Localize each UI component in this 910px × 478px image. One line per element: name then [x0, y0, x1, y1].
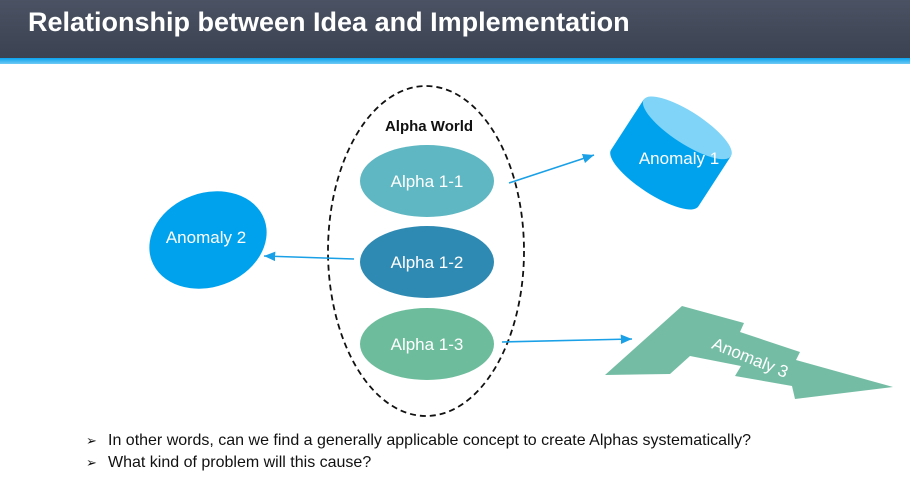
- anomaly-1-cylinder-top: [642, 96, 732, 160]
- bullet-arrow-icon: ➢: [86, 455, 97, 470]
- anomaly-1-label: Anomaly 1: [639, 149, 719, 168]
- anomaly-1-cylinder-body: [610, 99, 731, 210]
- alpha-node-1-1-shape: [360, 145, 494, 217]
- arrow-alpha-1-2-to-anomaly-2: [263, 251, 355, 262]
- bullet-list: ➢ In other words, can we find a generally…: [86, 431, 751, 475]
- alpha-node-1-2-label: Alpha 1-2: [391, 253, 464, 272]
- alpha-node-1-1-label: Alpha 1-1: [391, 172, 464, 191]
- anomaly-2-label: Anomaly 2: [166, 228, 246, 247]
- anomaly-2-shape: [149, 191, 267, 289]
- bullet-text: In other words, can we find a generally …: [108, 432, 752, 449]
- alpha-node-1-3-label: Alpha 1-3: [391, 335, 464, 354]
- alpha-node-1-2: Alpha 1-2: [360, 226, 494, 298]
- arrow-alpha-1-1-to-anomaly-1: [508, 153, 595, 184]
- anomaly-3-lightning-shape: [605, 306, 893, 399]
- bullet-item: ➢ In other words, can we find a generally…: [86, 431, 751, 453]
- arrow-alpha-1-3-to-anomaly-3: [501, 334, 633, 345]
- anomaly-1-node: [610, 96, 732, 210]
- alpha-node-1-3-shape: [360, 308, 494, 380]
- alpha-node-1-1: Alpha 1-1: [360, 145, 494, 217]
- bullet-item: ➢ What kind of problem will this cause?: [86, 453, 751, 475]
- slide-title: Relationship between Idea and Implementa…: [28, 7, 630, 37]
- alpha-world-label: Alpha World: [385, 118, 473, 135]
- anomaly-2-node: Anomaly 2: [149, 191, 267, 289]
- bullet-text: What kind of problem will this cause?: [108, 454, 372, 471]
- title-accent-line: [0, 58, 910, 64]
- alpha-node-1-2-shape: [360, 226, 494, 298]
- title-bar: Relationship between Idea and Implementa…: [0, 0, 910, 58]
- alpha-world-boundary: [327, 85, 525, 417]
- anomaly-3-node: Anomaly 3: [605, 306, 893, 399]
- bullet-arrow-icon: ➢: [86, 433, 97, 448]
- alpha-node-1-3: Alpha 1-3: [360, 308, 494, 380]
